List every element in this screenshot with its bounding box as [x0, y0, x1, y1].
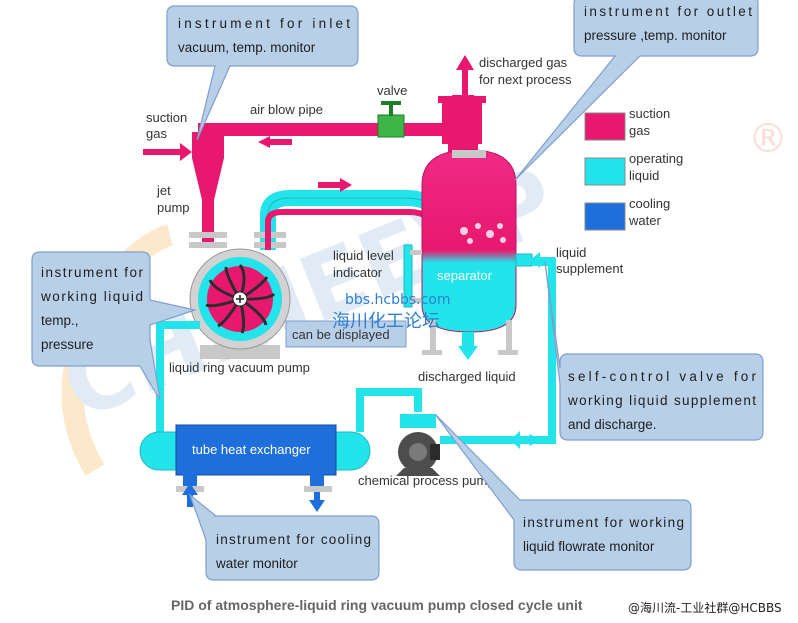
discharged-liquid-label: discharged liquid [418, 369, 516, 384]
discharged-liquid-outlet [458, 332, 478, 360]
legend-swatch-suction-gas [584, 112, 626, 141]
valve-icon [377, 101, 405, 138]
cooling-water-out-arrow-icon [309, 492, 325, 512]
callout-cooling-water: instrument for cooling water monitor [188, 493, 380, 581]
text-line: and discharge. [568, 417, 657, 432]
text-line: liquid [629, 168, 659, 183]
text-line: working liquid supplement [567, 393, 756, 408]
text-line: gas [629, 123, 650, 138]
chemical-process-pump-icon [396, 414, 440, 476]
callout-self-control: self-control valve for working liquid sup… [544, 261, 764, 441]
text-line: discharged gas [479, 55, 568, 70]
text-line: instrument for cooling [216, 532, 371, 547]
text-line: liquid level [333, 248, 394, 263]
watermark-registered-icon: ® [748, 116, 788, 162]
legend-swatch-operating-liquid [584, 157, 626, 186]
jet-pump-label: jet pump [156, 183, 190, 215]
text-line: for next process [479, 72, 572, 87]
valve-label: valve [377, 83, 407, 98]
can-be-displayed-box: can be displayed [285, 320, 407, 348]
separator-label: separator [437, 268, 493, 283]
jet-pump [189, 132, 227, 248]
text-line: working liquid [40, 289, 143, 304]
legend-label-operating-liquid: operating liquid [629, 151, 683, 183]
text-line: indicator [333, 265, 383, 280]
text-line: water [628, 213, 661, 228]
text-line: pressure [41, 337, 94, 352]
callout-outlet: instrument for outlet pressure ,temp. mon… [514, 0, 759, 181]
text-line: suction [629, 106, 670, 121]
text-line: cooling [629, 196, 670, 211]
liquid-level-indicator-icon [403, 244, 422, 308]
cooling-water-in-arrow-icon [182, 483, 198, 507]
discharged-gas-arrow-icon [456, 55, 474, 96]
discharged-gas-label: discharged gas for next process [479, 55, 572, 87]
suction-gas-arrow-icon [143, 143, 192, 161]
text-line: gas [146, 126, 167, 141]
legend-label-cooling-water: cooling water [628, 196, 670, 228]
text-line: supplement [556, 261, 624, 276]
legend-label-suction-gas: suction gas [629, 106, 670, 138]
text-line: suction [146, 110, 187, 125]
chemical-process-pump-label: chemical process pump [358, 473, 495, 488]
separator-vessel [421, 149, 518, 355]
diagram-caption: PID of atmosphere-liquid ring vacuum pum… [171, 597, 583, 613]
flow-arrow-right-icon [318, 178, 352, 192]
text-line: instrument for outlet [584, 4, 752, 19]
can-be-displayed-label: can be displayed [292, 327, 390, 342]
forum-watermark: 海川化工论坛 [332, 311, 440, 332]
callout-cooling-water-text: instrument for cooling water monitor [215, 532, 371, 571]
text-line: pressure ,temp. monitor [584, 28, 727, 43]
legend: suction gas operating liquid cooling water [584, 106, 683, 231]
text-line: water monitor [215, 556, 298, 571]
liquid-level-indicator-label: liquid level indicator [333, 248, 394, 280]
discharged-liquid-arrow-icon [458, 346, 478, 360]
return-arrow-left-icon [510, 431, 534, 449]
legend-swatch-cooling-water [584, 202, 626, 231]
callout-outlet-text: instrument for outlet pressure ,temp. mon… [584, 4, 752, 43]
text-line: liquid flowrate monitor [523, 539, 655, 554]
air-blow-pipe-label: air blow pipe [250, 102, 323, 117]
footer-watermark: @海川流-工业社群@HCBBS [628, 600, 782, 615]
operating-liquid-loop [156, 258, 556, 444]
air-blow-arrow-icon [258, 136, 292, 148]
callout-self-control-text: self-control valve for working liquid sup… [567, 369, 757, 432]
liquid-ring-vacuum-pump-label: liquid ring vacuum pump [169, 360, 310, 375]
text-line: liquid [556, 245, 586, 260]
text-line: self-control valve for [568, 369, 757, 384]
site-watermark: bbs.hcbbs.com [345, 292, 451, 308]
tube-heat-exchanger-label: tube heat exchanger [192, 442, 311, 457]
liquid-ring-vacuum-pump [189, 248, 291, 359]
text-line: jet [156, 183, 171, 198]
text-line: temp., [41, 313, 79, 328]
text-line: vacuum, temp. monitor [178, 40, 316, 55]
text-line: pump [157, 200, 190, 215]
tube-heat-exchanger [139, 424, 371, 492]
text-line: operating [629, 151, 683, 166]
